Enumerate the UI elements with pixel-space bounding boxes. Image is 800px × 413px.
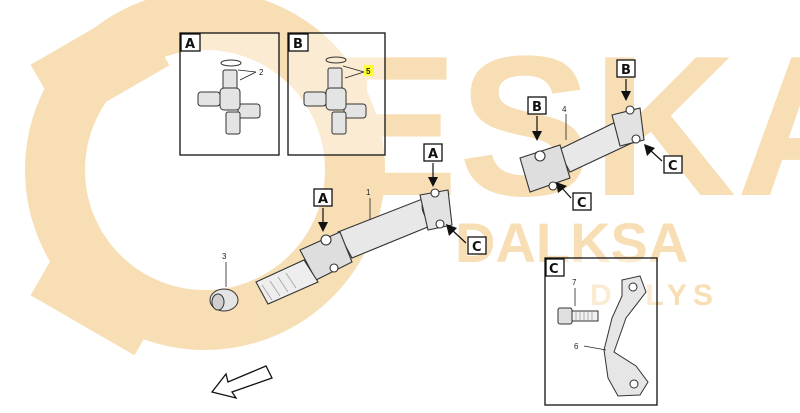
callout-c-mid: C [556, 182, 592, 211]
inset-c-part-6: 6 [574, 342, 579, 351]
front-propeller-shaft [255, 188, 453, 305]
bolt-icon [557, 307, 599, 325]
rear-propeller-shaft [519, 105, 645, 193]
inset-c: C 7 6 [544, 257, 658, 406]
highlight-marker [364, 65, 374, 76]
watermark-sub: DALKSA [455, 211, 688, 274]
svg-text:C: C [472, 240, 482, 255]
svg-text:A: A [318, 192, 328, 207]
inset-b: B 5 [287, 32, 386, 156]
watermark-brand: ESKA [325, 15, 800, 238]
inset-a-part-number: 2 [259, 68, 264, 77]
universal-joint-cross-icon [197, 59, 261, 135]
inset-c-part-7: 7 [572, 278, 577, 287]
inset-a: A 2 [179, 32, 280, 156]
inset-b-label: B [293, 37, 303, 52]
universal-joint-cross-icon [303, 56, 367, 135]
callout-b-top: B [616, 59, 636, 101]
svg-text:B: B [621, 63, 631, 78]
inset-c-label: C [549, 262, 559, 277]
bearing-icon [209, 288, 239, 312]
callout-b-rear: B [527, 96, 547, 141]
svg-text:C: C [577, 196, 587, 211]
inset-b-part-number: 5 [366, 67, 371, 76]
watermark: ESKA DALKSA DALYS [25, 0, 800, 356]
callout-c-front: C [446, 224, 487, 255]
svg-text:C: C [668, 159, 678, 174]
strap-clamp-icon [603, 275, 649, 397]
svg-text:A: A [428, 147, 438, 162]
part-number-3: 3 [222, 252, 227, 261]
watermark-sub2: DALYS [590, 279, 719, 312]
direction-arrow-icon [210, 365, 273, 400]
callout-a-main: A [313, 188, 333, 232]
part-number-4: 4 [562, 105, 567, 114]
callout-c-rear: C [644, 144, 683, 174]
callout-a-yoke: A [423, 143, 443, 187]
svg-text:B: B [532, 100, 542, 115]
part-number-1: 1 [366, 188, 371, 197]
inset-a-label: A [185, 37, 195, 52]
